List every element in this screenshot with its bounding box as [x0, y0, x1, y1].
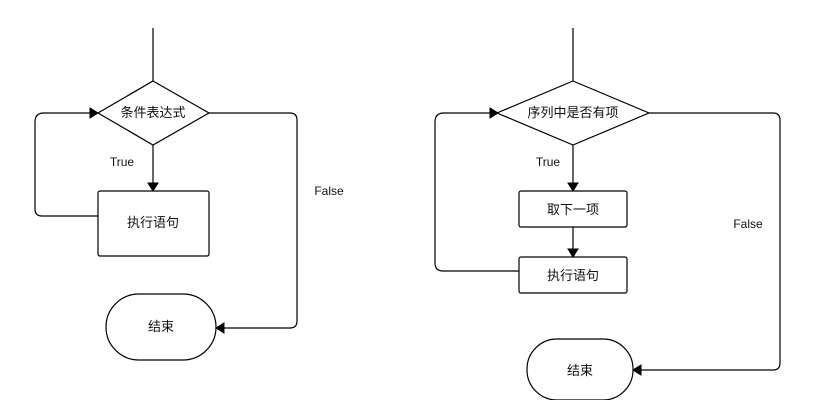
- right-fetch-label: 取下一项: [547, 202, 599, 217]
- right-false-line: [641, 112, 781, 371]
- left-end-label: 结束: [148, 319, 174, 334]
- right-statement-label: 执行语句: [547, 268, 599, 283]
- left-true-label: True: [110, 155, 135, 169]
- left-end-terminator: [105, 293, 217, 361]
- left-flowchart: 条件表达式 True 执行语句 False 结束: [34, 28, 344, 361]
- right-loop-arrowhead: [489, 107, 499, 119]
- right-false-label: False: [733, 217, 763, 231]
- left-condition-label: 条件表达式: [120, 105, 185, 120]
- right-end-label: 结束: [567, 363, 593, 378]
- right-true-label: True: [536, 155, 561, 169]
- left-loop-line: [34, 112, 98, 217]
- left-false-line: [209, 112, 298, 329]
- left-statement-label: 执行语句: [127, 215, 179, 230]
- left-true-arrowhead: [147, 182, 159, 192]
- right-end-terminator: [526, 338, 634, 400]
- right-flowchart: 序列中是否有项 True 取下一项 执行语句 False 结束: [434, 28, 781, 400]
- right-true-arrowhead: [567, 182, 579, 192]
- right-statement-box: [518, 256, 628, 294]
- left-loop-arrowhead: [89, 107, 99, 119]
- right-fetch-to-statement-arrowhead: [567, 248, 579, 258]
- right-condition-label: 序列中是否有项: [527, 105, 618, 120]
- right-false-arrowhead: [632, 364, 642, 376]
- right-loop-line: [434, 112, 519, 272]
- left-statement-box: [97, 190, 210, 257]
- left-false-arrowhead: [215, 322, 225, 334]
- left-false-label: False: [314, 184, 344, 198]
